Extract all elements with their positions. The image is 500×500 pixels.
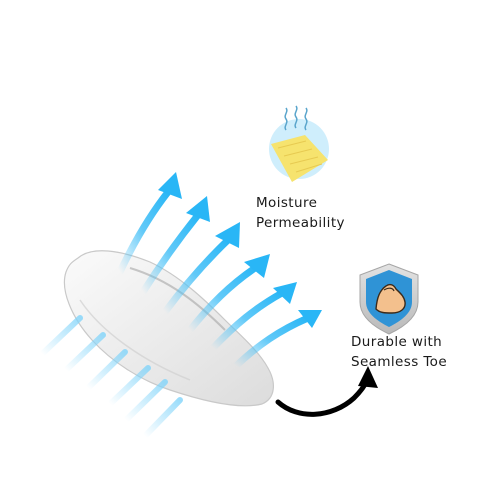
feature-moisture-line1: Moisture — [256, 195, 318, 211]
feature-moisture-label: Moisture Permeability — [256, 193, 345, 233]
airflow-streaks — [39, 315, 183, 439]
airflow-arrows — [116, 188, 312, 370]
feature-durable-label: Durable with Seamless Toe — [351, 332, 447, 372]
shield-muscle-icon — [359, 263, 419, 335]
feature-moisture-line2: Permeability — [256, 215, 345, 231]
feature-durable-line1: Durable with — [351, 334, 443, 350]
moisture-fabric-icon — [269, 105, 329, 182]
feature-durable-line2: Seamless Toe — [351, 354, 448, 370]
airflow-arrowheads — [158, 172, 322, 328]
curved-arrow-icon — [275, 366, 378, 417]
